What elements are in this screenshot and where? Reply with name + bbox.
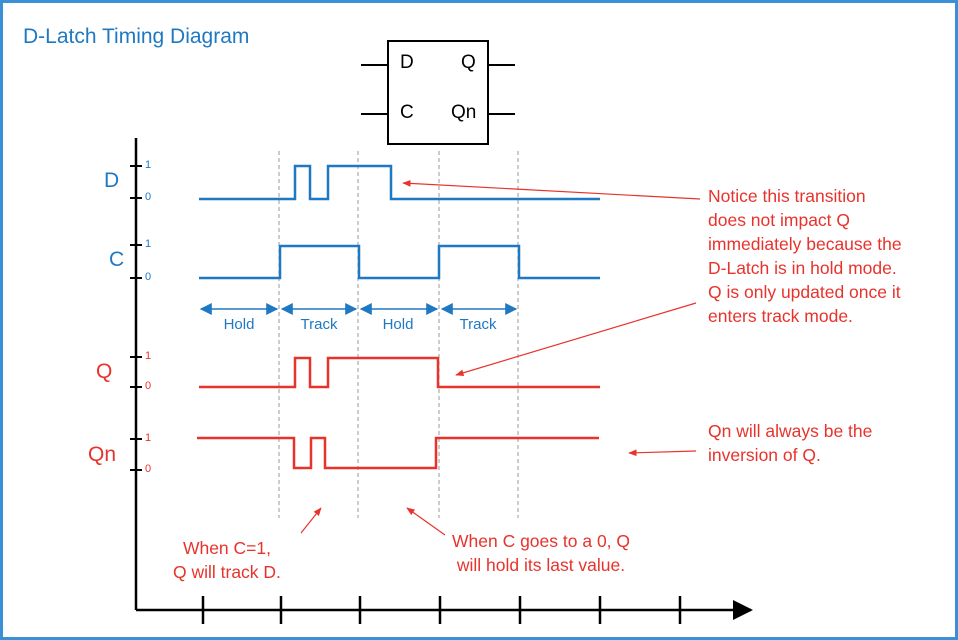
latch-pin-c: C <box>400 102 414 123</box>
latch-pin-q: Q <box>461 52 476 73</box>
waveform-q <box>199 356 600 389</box>
waveform-c <box>199 244 600 280</box>
clock-guides <box>278 151 519 518</box>
d-high-label: 1 <box>145 159 152 171</box>
note-inversion: Qn will always be the inversion of Q. <box>708 421 873 465</box>
time-axes <box>130 138 753 624</box>
latch-pin-qn: Qn <box>451 102 477 123</box>
latch-symbol <box>361 40 515 145</box>
diagram-title: D-Latch Timing Diagram <box>23 25 250 48</box>
segment-label-track-1: Track <box>300 316 338 333</box>
timing-diagram-svg <box>130 40 753 624</box>
note-hold: When C goes to a 0, Q will hold its last… <box>452 531 631 575</box>
q-high-label: 1 <box>145 350 152 362</box>
signal-label-d: D <box>104 169 120 192</box>
annotation-arrows <box>300 180 701 536</box>
c-high-label: 1 <box>145 238 152 250</box>
waveform-qn <box>197 436 599 470</box>
qn-low-label: 0 <box>145 463 152 475</box>
c-low-label: 0 <box>145 271 152 283</box>
segment-label-hold-1: Hold <box>223 316 255 333</box>
segment-label-track-2: Track <box>459 316 497 333</box>
qn-high-label: 1 <box>145 432 152 444</box>
signal-label-qn: Qn <box>88 443 117 466</box>
signal-label-c: C <box>109 248 125 271</box>
note-track: When C=1, Q will track D. <box>173 538 281 582</box>
segment-label-hold-2: Hold <box>382 316 414 333</box>
latch-pin-d: D <box>400 52 414 73</box>
note-hold-mode: Notice this transition does not impact Q… <box>708 186 902 326</box>
waveform-d <box>199 164 600 201</box>
d-low-label: 0 <box>145 191 152 203</box>
q-low-label: 0 <box>145 380 152 392</box>
signal-label-q: Q <box>96 360 113 383</box>
